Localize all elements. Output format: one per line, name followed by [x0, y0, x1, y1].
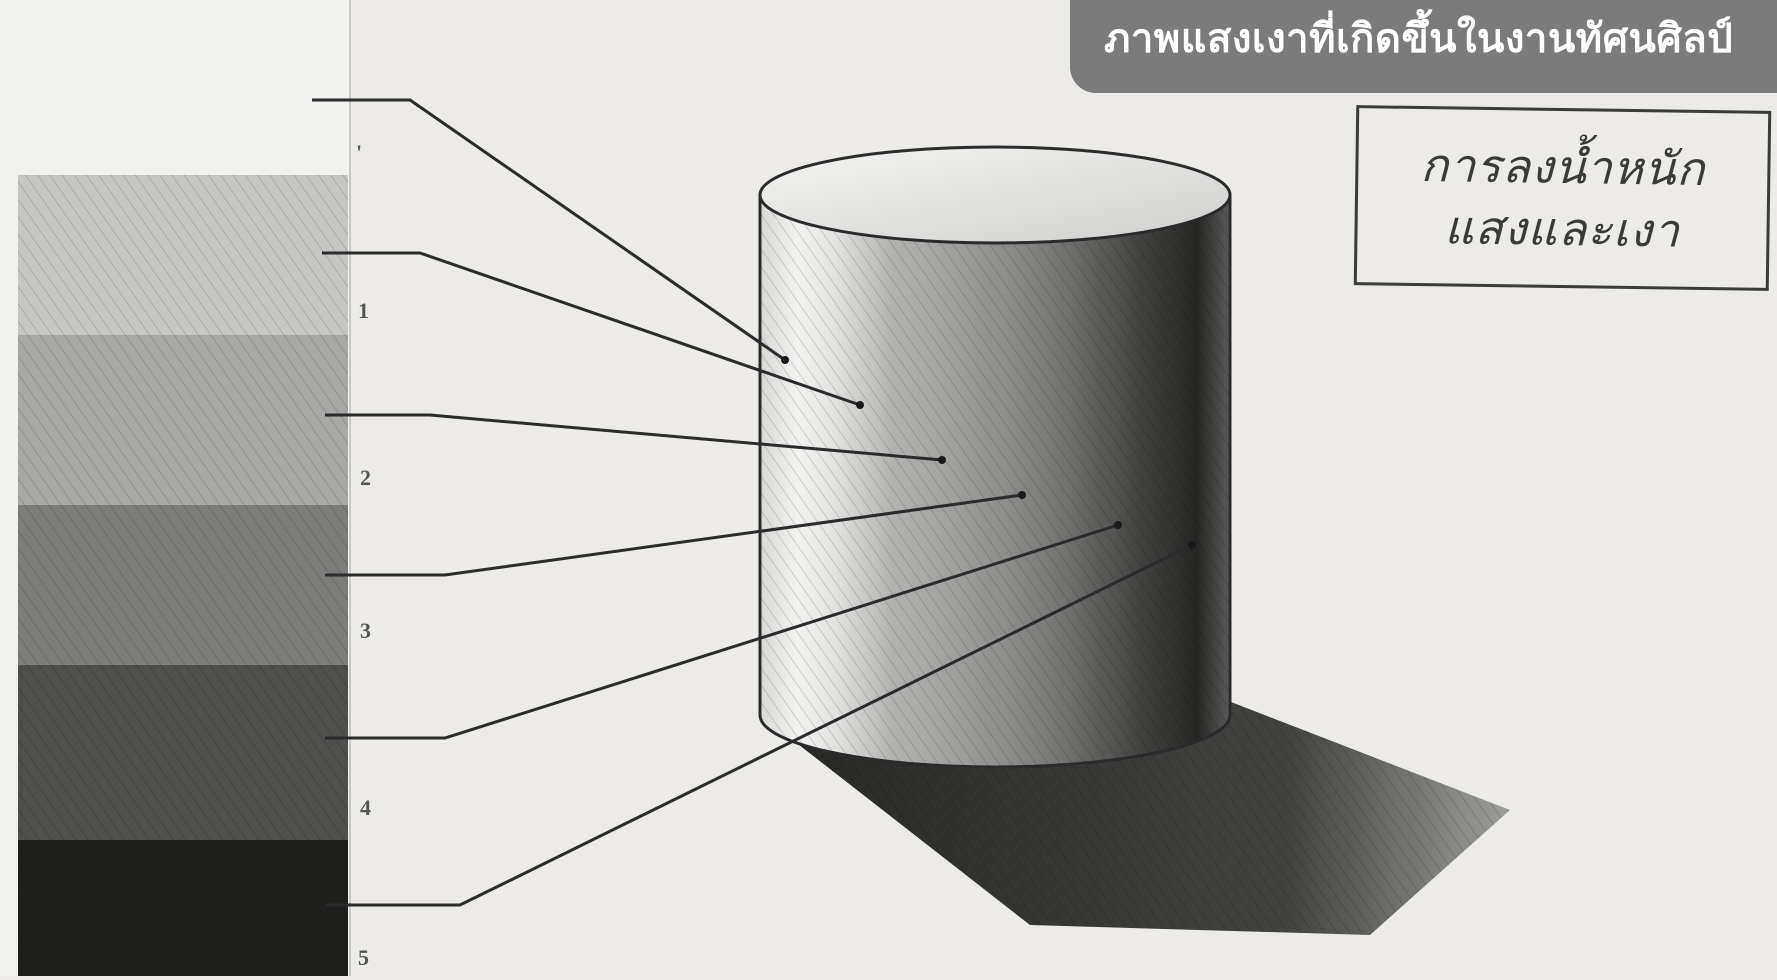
value-scale-label-2: 2	[360, 465, 371, 491]
cylinder-top	[760, 147, 1230, 243]
value-scale-label-5: 5	[358, 945, 369, 971]
drawing-title-line-2: แสงและเงา	[1444, 196, 1681, 261]
value-scale-label-3: 3	[360, 618, 371, 644]
caption-banner: ภาพแสงเงาที่เกิดขึ้นในงานทัศนศิลป์	[1070, 0, 1777, 93]
leader-line-1	[312, 100, 785, 360]
value-scale-label-4: 4	[360, 795, 371, 821]
value-scale-label-1: 1	[358, 298, 369, 324]
value-scale	[18, 175, 348, 976]
cylinder	[760, 147, 1230, 767]
scale-tick-mark: '	[356, 140, 362, 166]
caption-text: ภาพแสงเงาที่เกิดขึ้นในงานทัศนศิลป์	[1104, 16, 1733, 62]
drawing-title-box: การลงน้ำหนัก แสงและเงา	[1354, 105, 1771, 291]
drawing-title-line-1: การลงน้ำหนัก	[1420, 134, 1706, 200]
